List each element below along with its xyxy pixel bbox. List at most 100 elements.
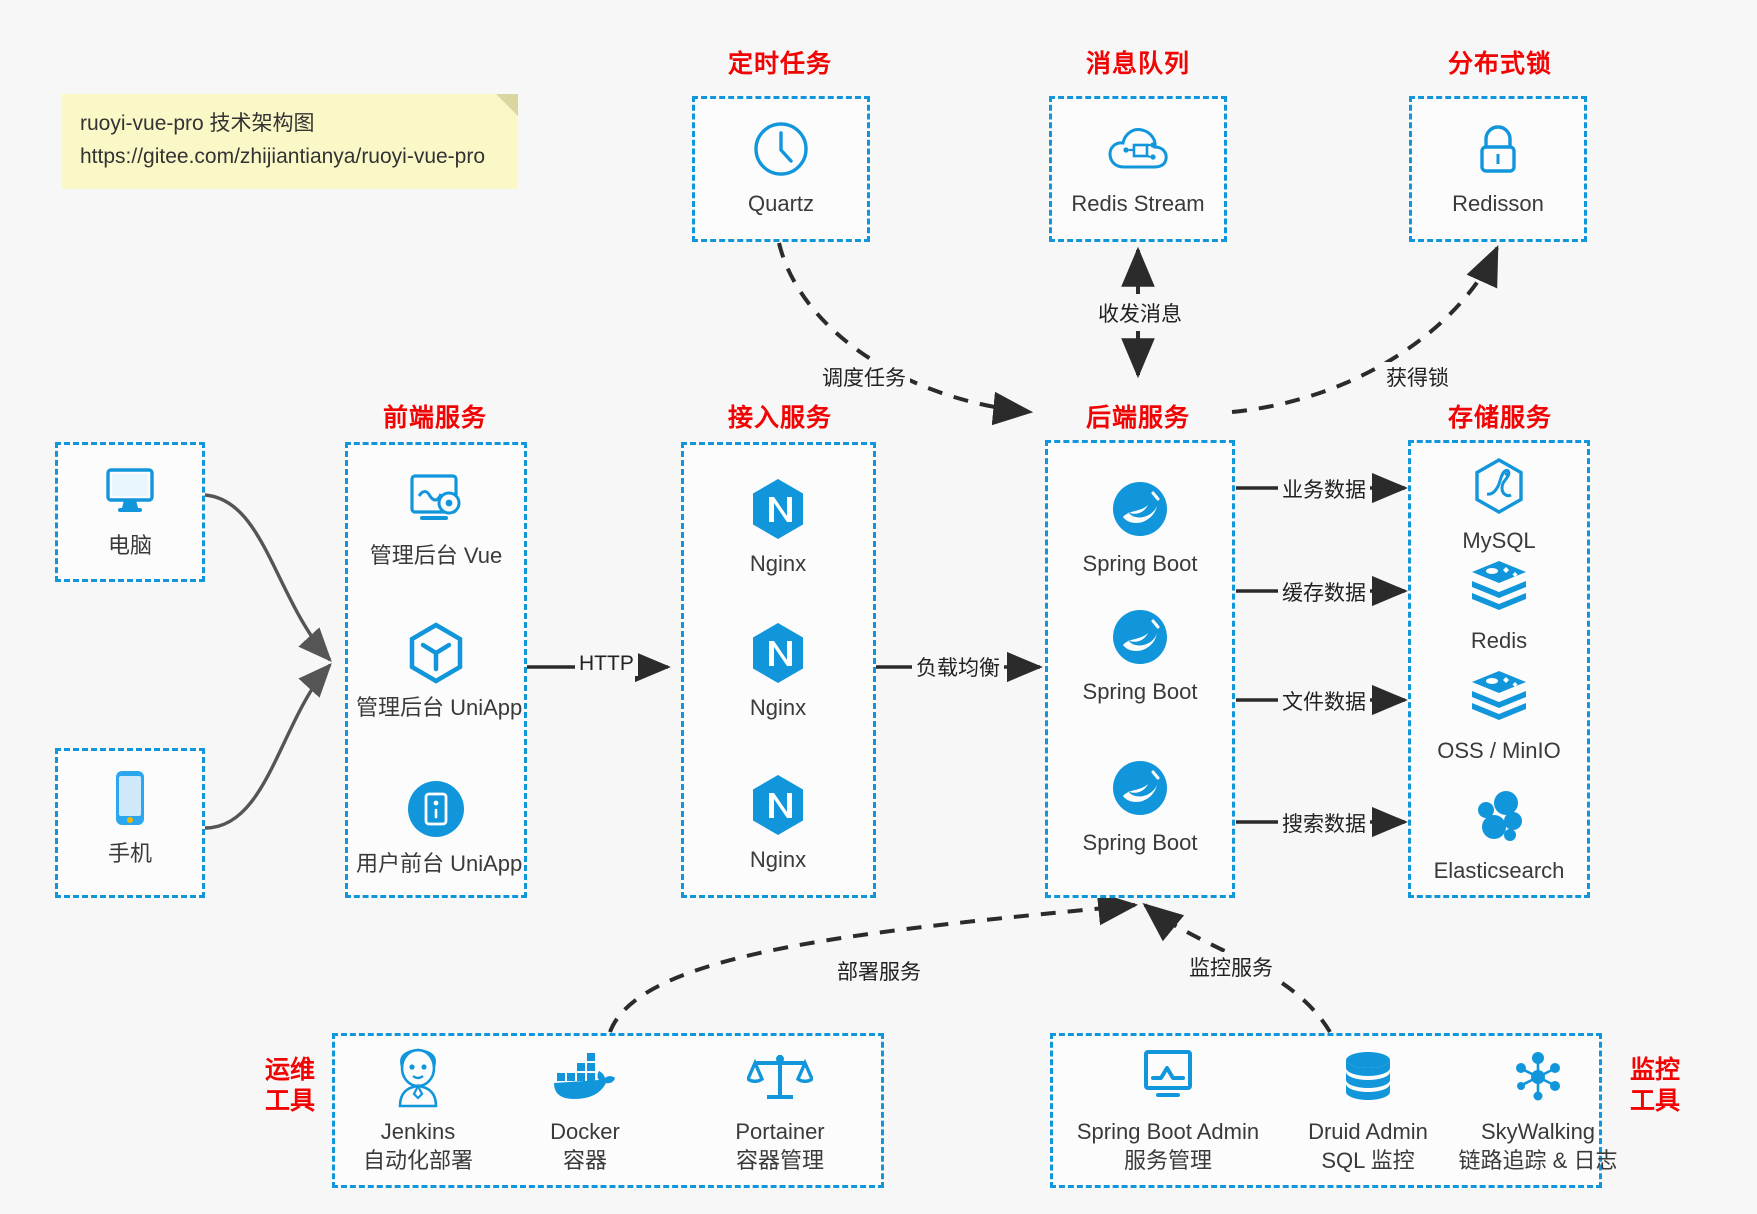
edge-label-search-data: 搜索数据 <box>1278 808 1370 838</box>
edge-label-schedule-task: 调度任务 <box>818 362 910 392</box>
node-nginx-3[interactable]: Nginx <box>698 774 858 875</box>
node-oss-minio[interactable]: OSS / MinIO <box>1419 665 1579 766</box>
skywalking-icon <box>1440 1046 1636 1108</box>
node-jenkins[interactable]: Jenkins 自动化部署 <box>338 1046 498 1175</box>
node-label: Redis <box>1470 628 1528 653</box>
node-nginx-2[interactable]: Nginx <box>698 622 858 723</box>
nginx-icon <box>698 478 858 540</box>
node-label: Redis Stream <box>1071 191 1205 216</box>
node-label: Portainer <box>735 1119 825 1144</box>
group-title-devops-line2: 工具 <box>264 1087 315 1116</box>
node-nginx-1[interactable]: Nginx <box>698 478 858 579</box>
node-label: 管理后台 Vue <box>369 543 503 568</box>
node-sublabel: 自动化部署 <box>362 1147 473 1173</box>
group-title-devops-line1: 运维 <box>264 1056 315 1084</box>
node-spring-boot-admin[interactable]: Spring Boot Admin 服务管理 <box>1070 1046 1266 1175</box>
scales-icon <box>700 1046 860 1108</box>
node-skywalking[interactable]: SkyWalking 链路追踪 & 日志 <box>1440 1046 1636 1175</box>
node-label: 手机 <box>107 841 152 866</box>
node-mysql[interactable]: MySQL <box>1419 455 1579 556</box>
group-title-backend: 后端服务 <box>1085 404 1190 432</box>
edge-label-cache-data: 缓存数据 <box>1278 577 1370 607</box>
spring-boot-icon <box>1060 757 1220 819</box>
edge-label-file-data: 文件数据 <box>1278 686 1370 716</box>
node-label: Jenkins <box>380 1119 456 1144</box>
spring-boot-icon <box>1060 606 1220 668</box>
docker-icon <box>505 1046 665 1108</box>
oss-minio-icon <box>1419 665 1579 727</box>
desktop-icon <box>50 460 210 522</box>
node-label: Elasticsearch <box>1433 858 1565 883</box>
node-spring-boot-2[interactable]: Spring Boot <box>1060 606 1220 707</box>
node-label: Nginx <box>749 695 807 720</box>
group-box-lock <box>1409 96 1587 242</box>
node-redisson[interactable]: Redisson <box>1418 118 1578 219</box>
node-docker[interactable]: Docker 容器 <box>505 1046 665 1175</box>
diagram-note: ruoyi-vue-pro 技术架构图 https://gitee.com/zh… <box>62 94 518 190</box>
group-title-devops: 运维 工具 <box>255 1055 325 1118</box>
node-sublabel: 链路追踪 & 日志 <box>1458 1147 1618 1173</box>
group-box-mq <box>1049 96 1227 242</box>
group-title-storage: 存储服务 <box>1447 404 1552 432</box>
node-sublabel: 服务管理 <box>1123 1147 1212 1173</box>
node-sublabel: SQL 监控 <box>1321 1147 1415 1173</box>
elasticsearch-icon <box>1419 785 1579 847</box>
node-redis[interactable]: Redis <box>1419 555 1579 656</box>
lock-icon <box>1418 118 1578 180</box>
node-label: Docker <box>550 1119 620 1144</box>
uniapp-cube-icon <box>356 622 516 684</box>
group-title-lock: 分布式锁 <box>1447 50 1552 78</box>
redis-icon <box>1419 555 1579 617</box>
node-mobile[interactable]: 手机 <box>50 768 210 869</box>
node-label: Quartz <box>747 191 815 216</box>
node-label: Redisson <box>1452 191 1544 216</box>
node-label: 电脑 <box>107 533 152 558</box>
database-icon <box>1270 1046 1466 1108</box>
node-druid-admin[interactable]: Druid Admin SQL 监控 <box>1270 1046 1466 1175</box>
node-sublabel: 容器管理 <box>735 1147 824 1173</box>
group-title-scheduler: 定时任务 <box>727 50 832 78</box>
node-label: SkyWalking <box>1480 1119 1596 1144</box>
node-desktop[interactable]: 电脑 <box>50 460 210 561</box>
node-spring-boot-3[interactable]: Spring Boot <box>1060 757 1220 858</box>
dashboard-vue-icon <box>356 470 516 532</box>
group-title-mq: 消息队列 <box>1085 50 1190 78</box>
node-label: Spring Boot <box>1082 551 1198 576</box>
group-title-monitor-line1: 监控 <box>1629 1056 1680 1084</box>
node-label: Spring Boot <box>1082 679 1198 704</box>
node-admin-uniapp[interactable]: 管理后台 UniApp <box>356 622 523 723</box>
node-portainer[interactable]: Portainer 容器管理 <box>700 1046 860 1175</box>
node-label: Spring Boot <box>1082 830 1198 855</box>
cloud-stream-icon <box>1058 118 1218 180</box>
jenkins-icon <box>338 1046 498 1108</box>
user-app-icon <box>356 778 516 840</box>
node-label: Spring Boot Admin <box>1076 1119 1260 1144</box>
node-sublabel: 容器 <box>562 1147 607 1173</box>
node-admin-vue[interactable]: 管理后台 Vue <box>356 470 516 571</box>
group-title-frontend: 前端服务 <box>382 404 487 432</box>
mysql-icon <box>1419 455 1579 517</box>
monitor-chart-icon <box>1070 1046 1266 1108</box>
node-spring-boot-1[interactable]: Spring Boot <box>1060 478 1220 579</box>
clock-icon <box>701 118 861 180</box>
edge-label-http: HTTP <box>575 652 638 676</box>
edge-label-monitor-service: 监控服务 <box>1185 952 1277 982</box>
edge-label-send-receive-message: 收发消息 <box>1094 298 1186 328</box>
node-quartz[interactable]: Quartz <box>701 118 861 219</box>
node-label: Druid Admin <box>1308 1119 1428 1144</box>
group-title-gateway: 接入服务 <box>727 404 832 432</box>
group-title-monitor-line2: 工具 <box>1629 1087 1680 1116</box>
group-box-scheduler <box>692 96 870 242</box>
nginx-icon <box>698 774 858 836</box>
mobile-icon <box>50 768 210 830</box>
spring-boot-icon <box>1060 478 1220 540</box>
node-label: 管理后台 UniApp <box>356 695 523 720</box>
node-user-uniapp[interactable]: 用户前台 UniApp <box>356 778 523 879</box>
edge-label-deploy-service: 部署服务 <box>833 956 925 986</box>
node-redis-stream[interactable]: Redis Stream <box>1058 118 1218 219</box>
node-label: Nginx <box>749 847 807 872</box>
note-fold-corner <box>496 94 518 116</box>
node-elasticsearch[interactable]: Elasticsearch <box>1419 785 1579 886</box>
node-label: 用户前台 UniApp <box>356 851 523 876</box>
